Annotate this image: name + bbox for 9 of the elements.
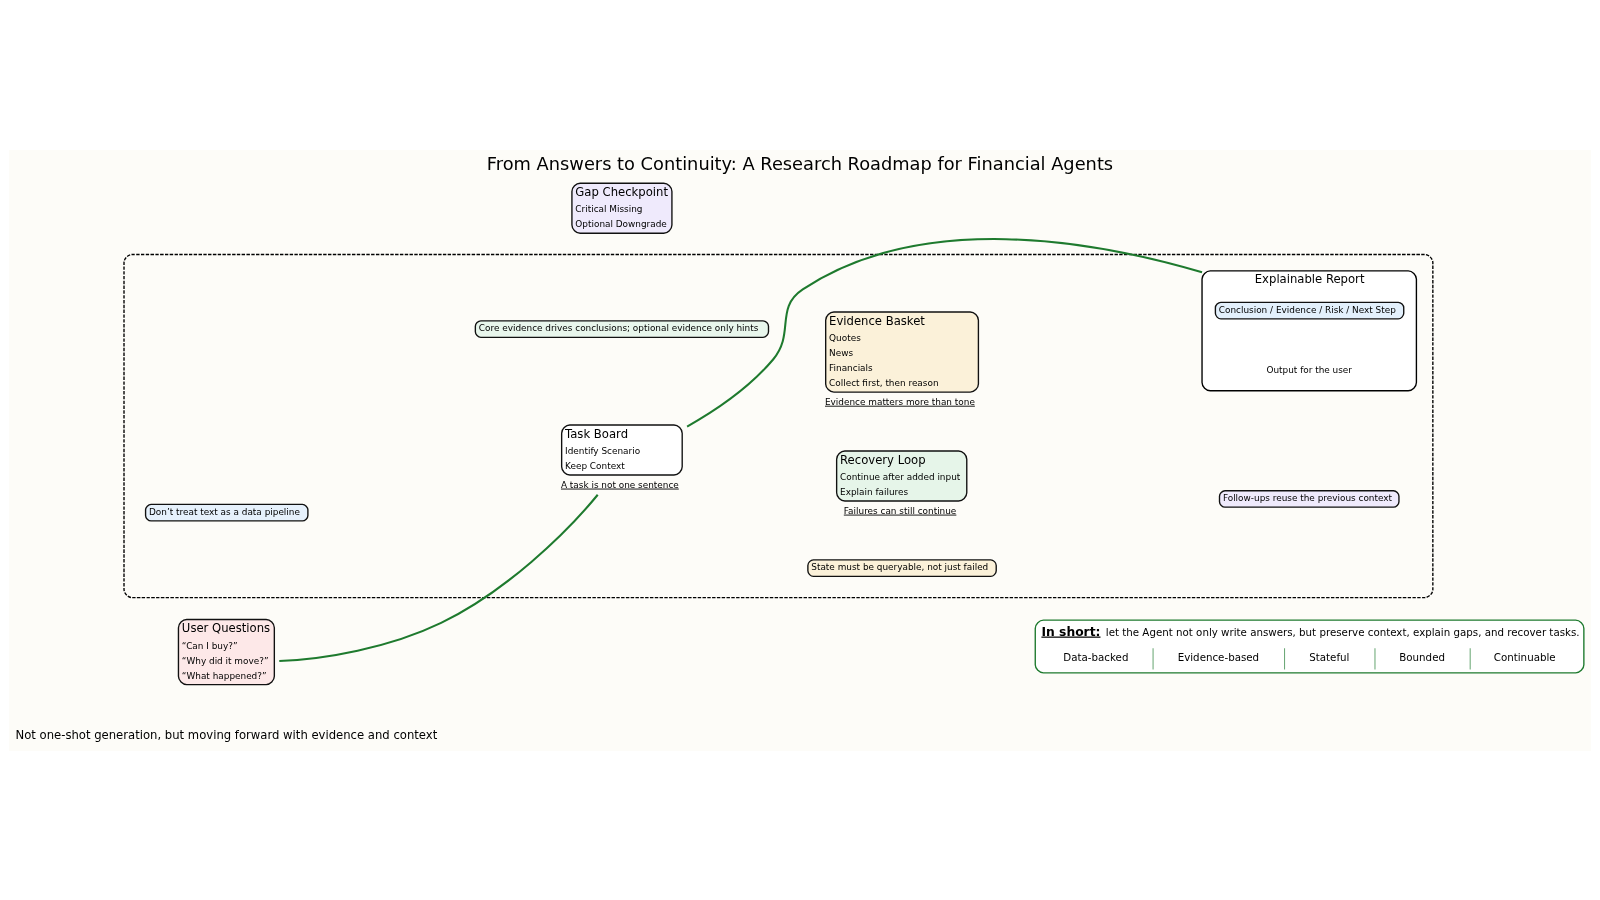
node-label: Failures can still continue [843,505,957,516]
connector [686,237,1203,427]
connector [279,493,599,662]
label: Not one-shot generation, but moving forward with evidence and context [15,727,438,742]
node-label: Evidence matters more than tone [825,396,975,407]
node-label: Output for the user [1266,364,1353,375]
node-label: A task is not one sentence [560,479,679,490]
diagram-title: From Answers to Continuity: A Research Roadmap for Financial Agents [486,152,1114,174]
cluster [123,253,1434,598]
